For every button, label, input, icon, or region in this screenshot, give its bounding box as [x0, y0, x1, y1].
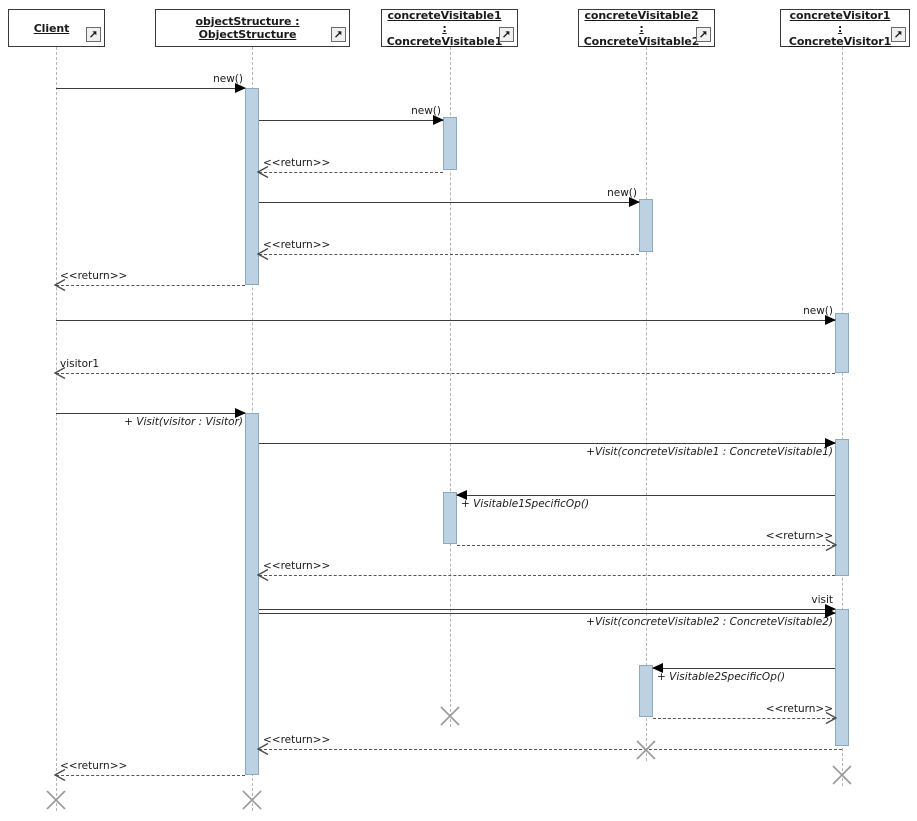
message-label: <<return>> — [263, 734, 331, 746]
activation-bar-concreteVisitor1[interactable] — [835, 609, 849, 746]
arrowhead-open-right-icon — [825, 712, 837, 724]
arrowhead-open-left-icon — [257, 166, 269, 178]
lifeline-head-objectStructure[interactable]: objectStructure : ObjectStructure — [155, 9, 350, 47]
arrowhead-filled-right-icon — [235, 83, 246, 93]
arrowhead-filled-right-icon — [825, 608, 836, 618]
message-label: visitor1 — [60, 358, 100, 370]
external-link-icon[interactable] — [696, 27, 711, 42]
lifeline-head-label: concreteVisitable1 : ConcreteVisitable1 — [386, 8, 503, 48]
message-label: + Visitable2SpecificOp() — [657, 671, 786, 683]
external-link-icon[interactable] — [86, 27, 101, 42]
message-line — [259, 443, 835, 444]
message-line — [259, 172, 443, 173]
message-label: new() — [411, 105, 441, 117]
arrowhead-open-left-icon — [257, 569, 269, 581]
message-label: <<return>> — [263, 239, 331, 251]
activation-bar-concreteVisitable2[interactable] — [639, 199, 653, 252]
lifeline-head-label: Client — [33, 21, 70, 35]
lifeline-head-label: concreteVisitable2 : ConcreteVisitable2 — [583, 8, 700, 48]
external-link-icon[interactable] — [331, 27, 346, 42]
destruction-x-icon-concreteVisitor1 — [831, 764, 853, 786]
message-line — [259, 613, 835, 614]
activation-bar-concreteVisitable1[interactable] — [443, 117, 457, 170]
external-link-icon[interactable] — [499, 27, 514, 42]
lifeline-head-concreteVisitor1[interactable]: concreteVisitor1 : ConcreteVisitor1 — [780, 8, 910, 48]
arrowhead-filled-right-icon — [433, 115, 444, 125]
lifeline-head-label: objectStructure : ObjectStructure — [195, 15, 300, 41]
lifeline-head-client[interactable]: Client — [8, 9, 105, 47]
arrowhead-filled-right-icon — [825, 438, 836, 448]
message-line — [259, 749, 842, 750]
lifeline-concreteVisitable1 — [450, 47, 451, 727]
activation-bar-concreteVisitable2[interactable] — [639, 665, 653, 717]
arrowhead-filled-right-icon — [629, 197, 640, 207]
message-label: +Visit(concreteVisitable1 : ConcreteVisi… — [586, 446, 833, 458]
arrowhead-filled-right-icon — [825, 315, 836, 325]
message-line — [653, 668, 835, 669]
arrowhead-filled-right-icon — [235, 408, 246, 418]
arrowhead-open-left-icon — [257, 248, 269, 260]
destruction-x-icon-concreteVisitable2 — [635, 739, 657, 761]
message-label: visit — [811, 594, 833, 606]
arrowhead-open-left-icon — [54, 769, 66, 781]
activation-bar-concreteVisitor1[interactable] — [835, 313, 849, 373]
lifeline-head-label: concreteVisitor1 : ConcreteVisitor1 — [788, 8, 892, 48]
message-label: +Visit(concreteVisitable2 : ConcreteVisi… — [586, 616, 833, 628]
message-label: new() — [213, 73, 243, 85]
destruction-x-icon-objectStructure — [241, 789, 263, 811]
activation-bar-objectStructure[interactable] — [245, 88, 259, 285]
message-label: + Visit(visitor : Visitor) — [124, 416, 243, 428]
message-line — [56, 373, 835, 374]
message-label: new() — [607, 187, 637, 199]
message-line — [259, 254, 639, 255]
lifeline-client — [56, 47, 57, 811]
destruction-x-icon-concreteVisitable1 — [439, 705, 461, 727]
message-line — [56, 413, 245, 414]
message-line — [56, 285, 245, 286]
lifeline-head-concreteVisitable1[interactable]: concreteVisitable1 : ConcreteVisitable1 — [381, 8, 518, 48]
message-line — [457, 495, 835, 496]
message-line — [56, 775, 245, 776]
arrowhead-filled-left-icon — [456, 490, 467, 500]
activation-bar-concreteVisitor1[interactable] — [835, 439, 849, 576]
message-label: <<return>> — [60, 270, 128, 282]
arrowhead-open-left-icon — [54, 279, 66, 291]
lifeline-concreteVisitor1 — [842, 47, 843, 786]
lifeline-concreteVisitable2 — [646, 47, 647, 761]
destruction-x-icon-client — [45, 789, 67, 811]
arrowhead-open-left-icon — [54, 367, 66, 379]
message-line — [56, 88, 245, 89]
activation-bar-objectStructure[interactable] — [245, 413, 259, 775]
activation-bar-concreteVisitable1[interactable] — [443, 492, 457, 544]
arrowhead-open-right-icon — [825, 539, 837, 551]
external-link-icon[interactable] — [891, 27, 906, 42]
message-line — [259, 202, 639, 203]
message-label: <<return>> — [263, 157, 331, 169]
lifeline-head-concreteVisitable2[interactable]: concreteVisitable2 : ConcreteVisitable2 — [578, 8, 715, 48]
message-line — [259, 575, 835, 576]
arrowhead-filled-left-icon — [652, 663, 663, 673]
message-label: <<return>> — [263, 560, 331, 572]
message-label: <<return>> — [765, 530, 833, 542]
message-line — [259, 120, 443, 121]
message-line — [457, 545, 835, 546]
message-line — [259, 609, 835, 610]
message-label: <<return>> — [765, 703, 833, 715]
message-label: <<return>> — [60, 760, 128, 772]
message-label: new() — [803, 305, 833, 317]
message-line — [653, 718, 835, 719]
arrowhead-open-left-icon — [257, 743, 269, 755]
message-line — [56, 320, 835, 321]
message-label: + Visitable1SpecificOp() — [461, 498, 590, 510]
